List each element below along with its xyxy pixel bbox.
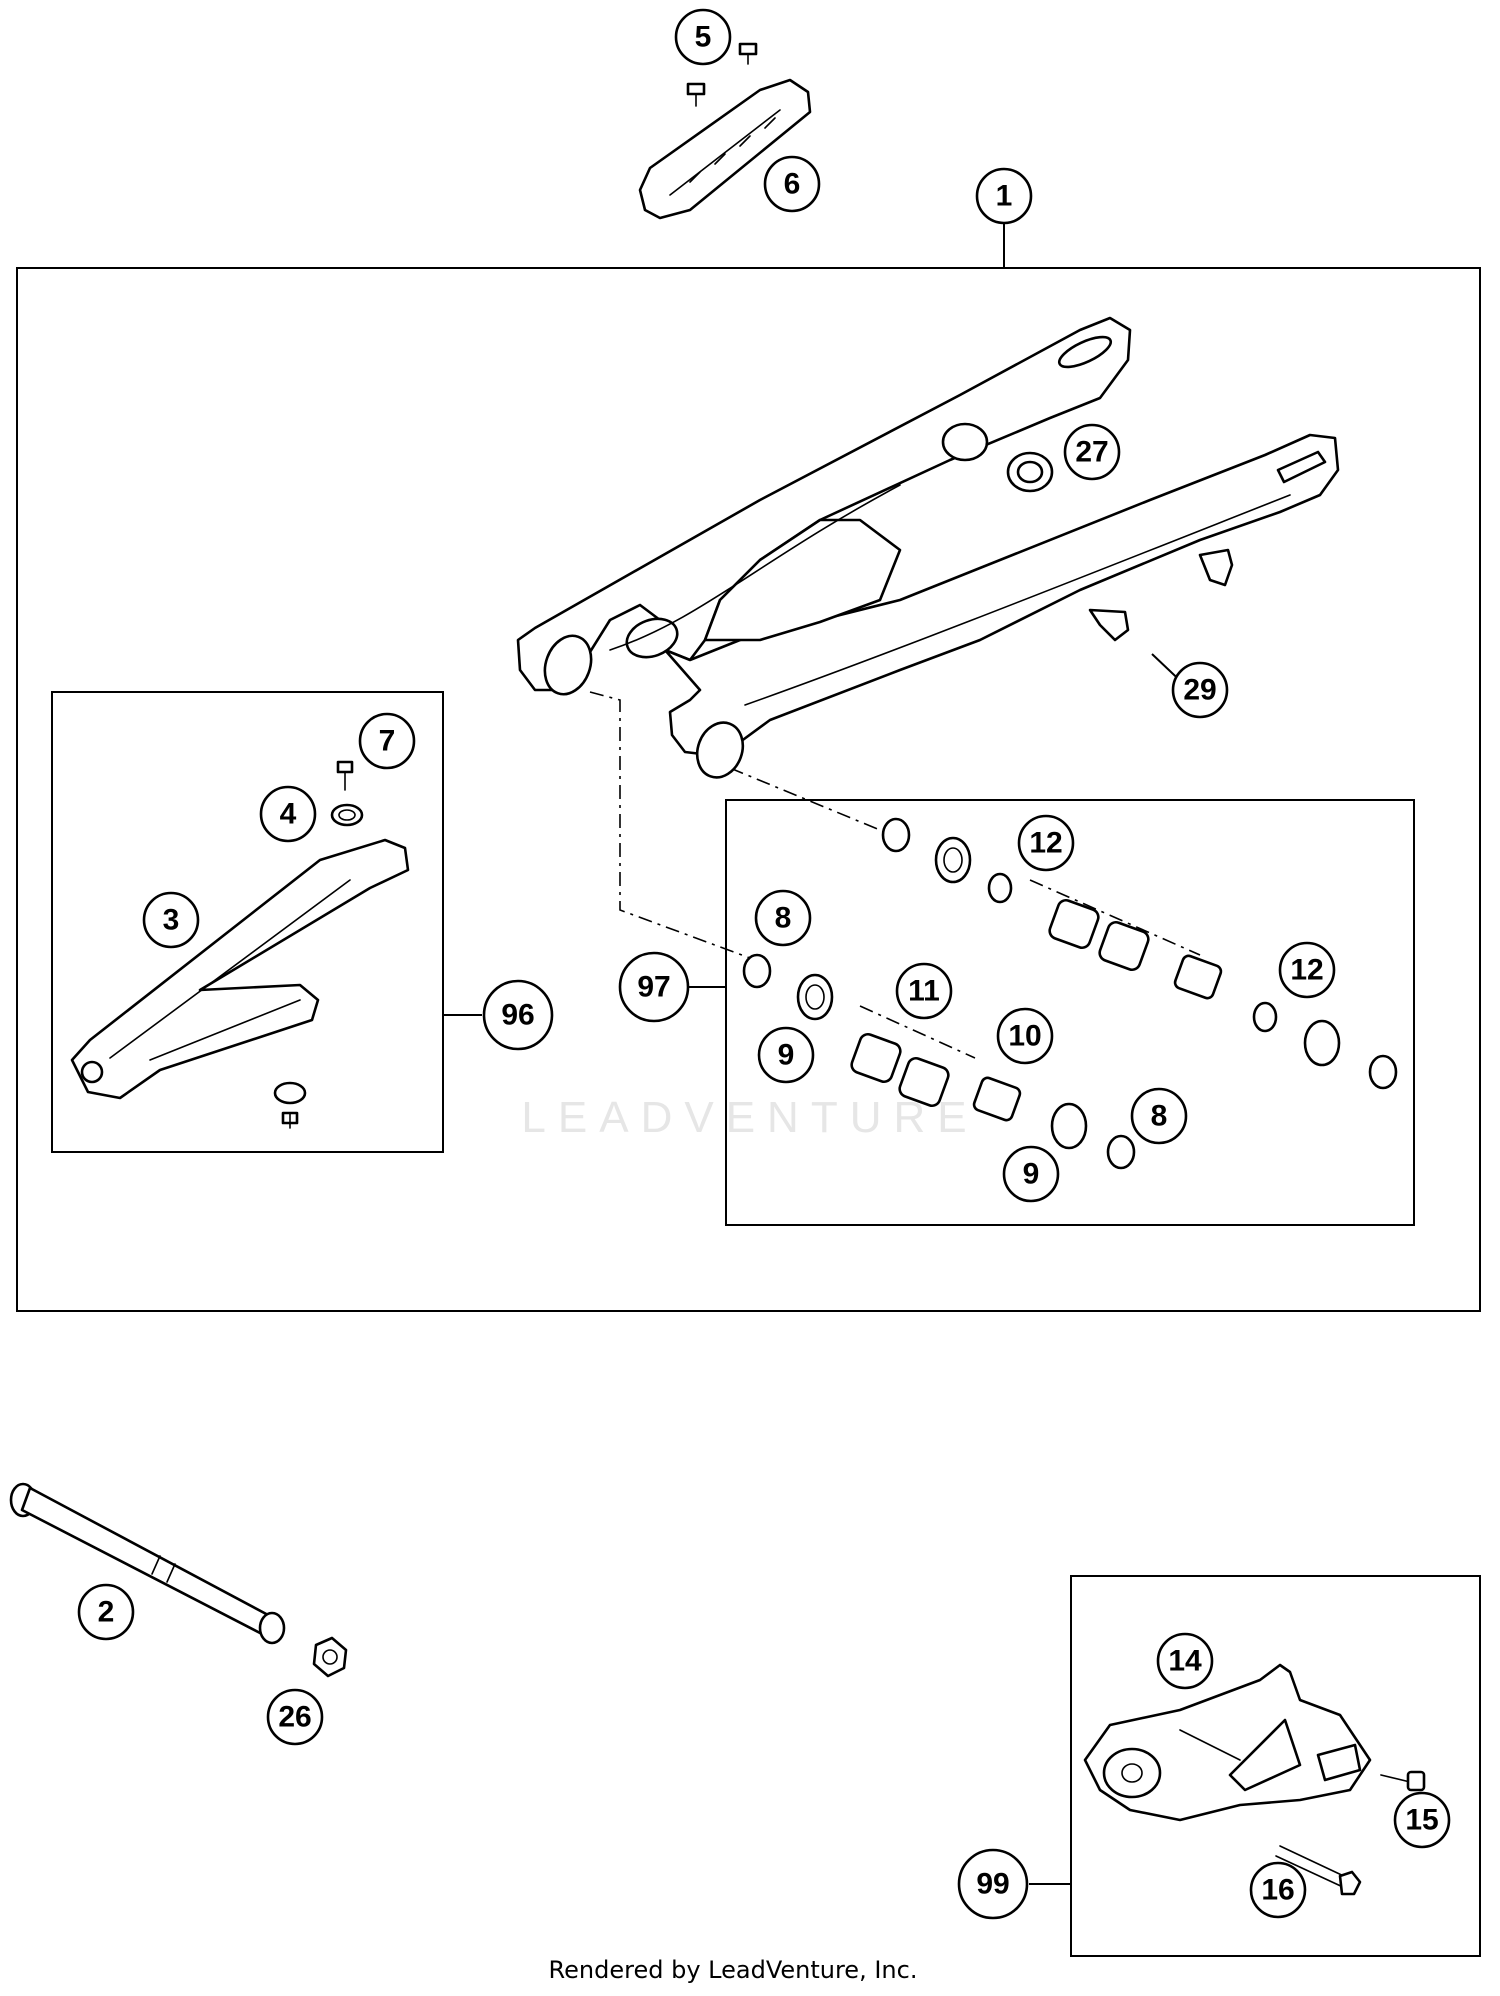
nut-icon <box>312 1636 348 1678</box>
svg-text:6: 6 <box>784 168 801 201</box>
svg-text:97: 97 <box>637 971 670 1004</box>
svg-text:99: 99 <box>976 1868 1009 1901</box>
callout-9[interactable]: 9 <box>757 1026 815 1084</box>
callout-97[interactable]: 97 <box>618 951 690 1023</box>
washer-icon <box>273 803 364 1105</box>
svg-text:14: 14 <box>1168 1645 1202 1678</box>
svg-text:9: 9 <box>778 1039 795 1072</box>
callout-27[interactable]: 27 <box>1063 423 1121 481</box>
svg-text:9: 9 <box>1023 1158 1040 1191</box>
callout-12[interactable]: 12 <box>1017 814 1075 872</box>
svg-text:8: 8 <box>1151 1100 1168 1133</box>
callout-99[interactable]: 99 <box>957 1848 1029 1920</box>
svg-text:10: 10 <box>1008 1020 1041 1053</box>
callout-9[interactable]: 9 <box>1002 1145 1060 1203</box>
svg-text:26: 26 <box>278 1701 311 1734</box>
swingarm <box>516 316 1340 779</box>
callout-3[interactable]: 3 <box>142 891 200 949</box>
callout-15[interactable]: 15 <box>1393 1791 1451 1849</box>
bolt-icon <box>1275 1770 1426 1896</box>
chain-slider-kit-frame <box>51 691 444 1153</box>
svg-text:4: 4 <box>280 798 297 831</box>
callout-8[interactable]: 8 <box>1130 1087 1188 1145</box>
callout-26[interactable]: 26 <box>266 1688 324 1746</box>
chain-slider-top <box>638 78 812 220</box>
svg-text:2: 2 <box>98 1596 115 1629</box>
svg-text:12: 12 <box>1029 827 1062 860</box>
svg-text:7: 7 <box>379 725 396 758</box>
callout-14[interactable]: 14 <box>1156 1632 1214 1690</box>
callout-7[interactable]: 7 <box>358 712 416 770</box>
svg-text:27: 27 <box>1075 436 1108 469</box>
callout-29[interactable]: 29 <box>1171 661 1229 719</box>
callout-4[interactable]: 4 <box>259 785 317 843</box>
watermark: LEADVENTURE <box>521 1093 978 1142</box>
callout-10[interactable]: 10 <box>996 1007 1054 1065</box>
callout-2[interactable]: 2 <box>77 1583 135 1641</box>
swingarm-assembly-frame <box>16 267 1481 1312</box>
bearing-kit-frame <box>725 799 1415 1226</box>
chain-guide-kit-frame <box>1070 1575 1481 1957</box>
svg-text:12: 12 <box>1290 954 1323 987</box>
callout-12[interactable]: 12 <box>1278 941 1336 999</box>
callout-6[interactable]: 6 <box>763 155 821 213</box>
svg-text:3: 3 <box>163 904 180 937</box>
svg-text:1: 1 <box>996 180 1013 213</box>
chain-slider <box>70 838 410 1100</box>
chain-guide <box>1083 1663 1372 1822</box>
callout-5[interactable]: 5 <box>674 8 732 66</box>
svg-text:5: 5 <box>695 21 712 54</box>
svg-text:15: 15 <box>1405 1804 1438 1837</box>
svg-text:29: 29 <box>1183 674 1216 707</box>
screw-icon <box>281 760 354 1129</box>
swingarm-axle <box>9 1482 286 1645</box>
svg-text:8: 8 <box>775 902 792 935</box>
svg-text:96: 96 <box>501 999 534 1032</box>
footer-credit: Rendered by LeadVenture, Inc. <box>549 1956 918 1984</box>
callout-96[interactable]: 96 <box>482 979 554 1051</box>
callout-11[interactable]: 11 <box>895 962 953 1020</box>
bolt-icon <box>686 42 758 107</box>
svg-text:16: 16 <box>1261 1874 1294 1907</box>
svg-text:11: 11 <box>908 975 940 1008</box>
callout-8[interactable]: 8 <box>754 889 812 947</box>
bearing-kit-parts <box>742 817 1398 1170</box>
callout-1[interactable]: 1 <box>975 167 1033 225</box>
callout-16[interactable]: 16 <box>1249 1861 1307 1919</box>
